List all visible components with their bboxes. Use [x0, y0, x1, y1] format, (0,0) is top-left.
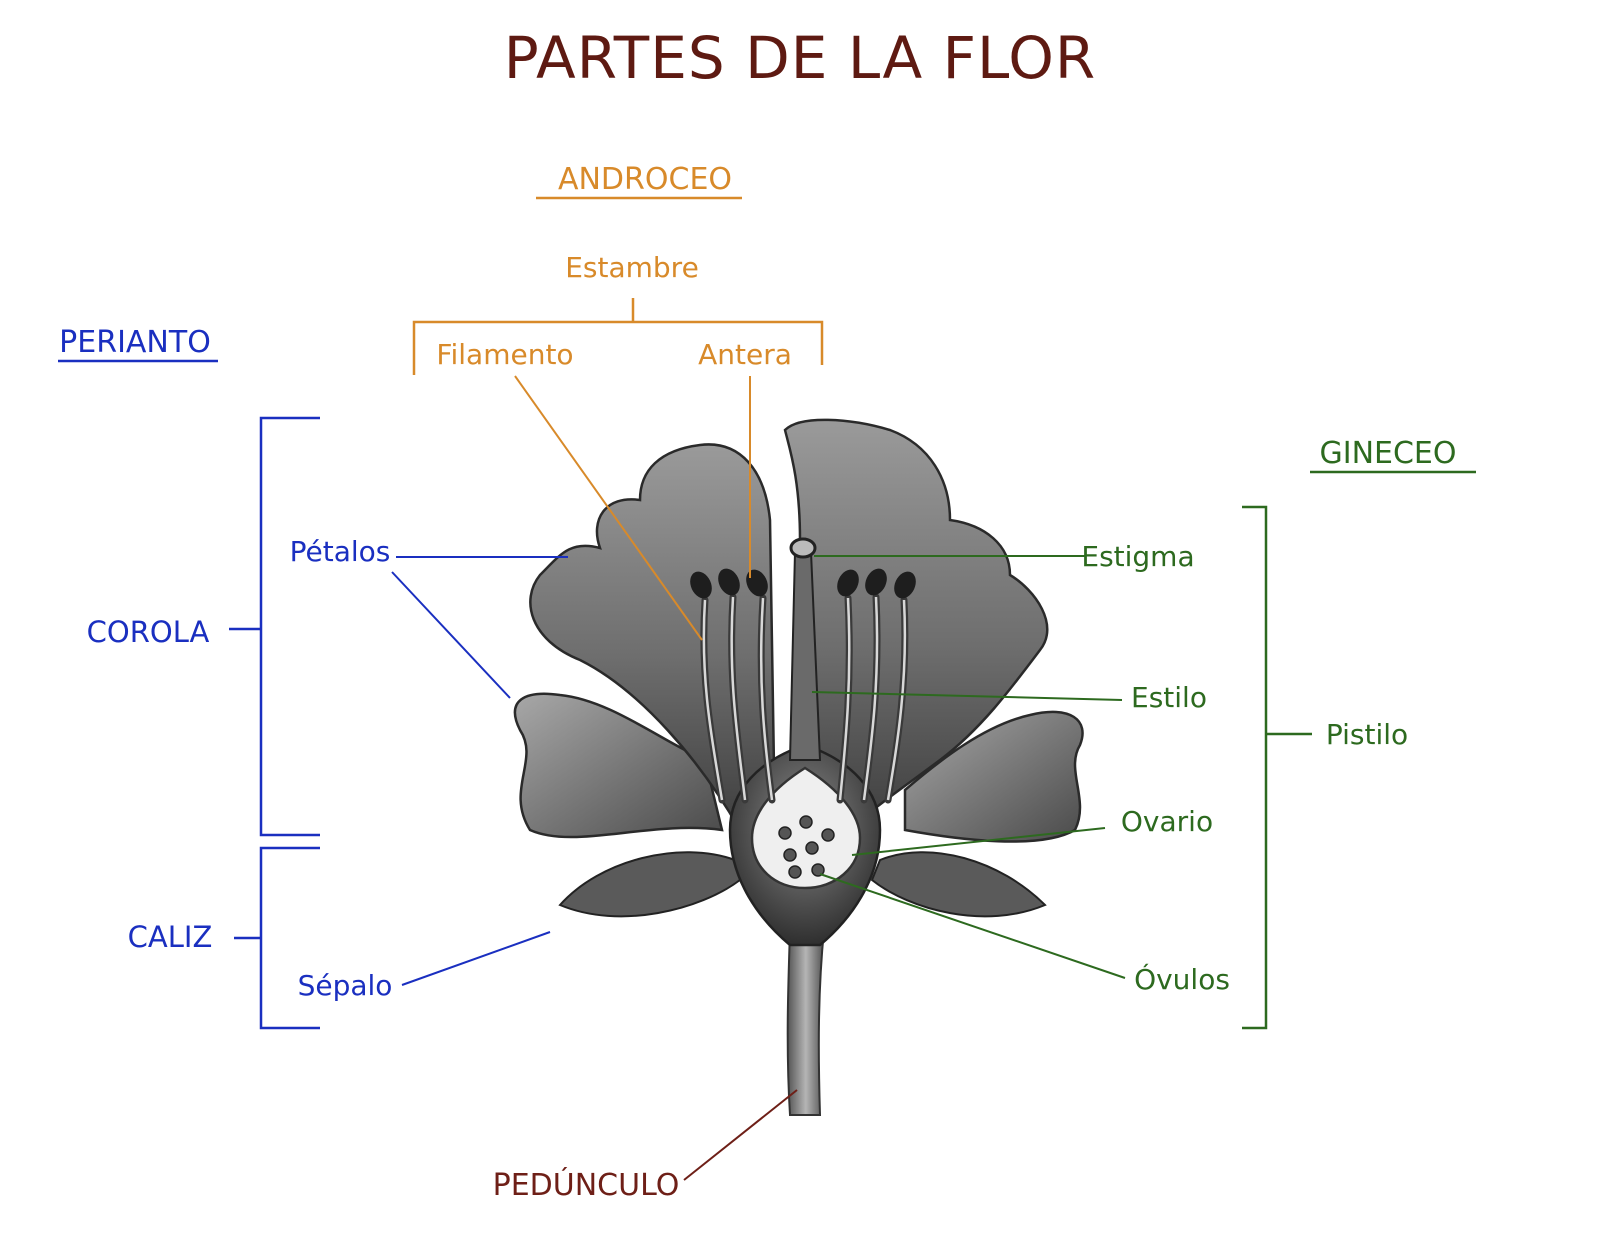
- filamento-pointer: [514, 375, 703, 641]
- pedunculo-group: PEDÚNCULO: [493, 1089, 798, 1203]
- perianto-group: PERIANTO COROLA Pétalos CALIZ Sépalo: [58, 325, 568, 1030]
- corola-bracket: [259, 416, 320, 837]
- petal-lower-right: [903, 710, 1084, 843]
- pedunculo-label: PEDÚNCULO: [493, 1166, 680, 1203]
- corola-label: COROLA: [87, 615, 210, 649]
- sepal-right: [870, 851, 1047, 918]
- gineceo-heading: GINECEO: [1319, 436, 1456, 471]
- androceo-heading: ANDROCEO: [558, 162, 732, 197]
- ovulos-label: Óvulos: [1134, 962, 1230, 996]
- petalos-label: Pétalos: [290, 535, 391, 568]
- filamento-label: Filamento: [436, 338, 573, 371]
- petal-upper-right: [783, 418, 1049, 832]
- estambre-label: Estambre: [565, 251, 699, 284]
- petalos-pointer-2: [391, 571, 511, 699]
- estilo-label: Estilo: [1131, 681, 1207, 714]
- ovules: [778, 815, 835, 879]
- pistilo-bracket: [1242, 505, 1268, 1030]
- ovulos-pointer: [819, 873, 1126, 979]
- caliz-label: CALIZ: [128, 920, 213, 954]
- flower-illustration: [513, 418, 1084, 1116]
- estambre-bracket: [412, 298, 824, 375]
- sepalo-label: Sépalo: [298, 969, 393, 1002]
- estilo-pointer: [811, 691, 1123, 701]
- peduncle-stem: [786, 929, 826, 1116]
- sepalo-pointer: [401, 931, 551, 986]
- stigma: [789, 537, 817, 559]
- estigma-label: Estigma: [1081, 540, 1194, 573]
- gineceo-group: GINECEO Pistilo Estigma Estilo Ovario Óv…: [811, 436, 1476, 1030]
- perianto-heading: PERIANTO: [59, 325, 211, 360]
- pistilo-label: Pistilo: [1326, 718, 1408, 751]
- antera-label: Antera: [698, 338, 792, 371]
- pedunculo-pointer: [683, 1089, 798, 1181]
- sepal-left: [558, 851, 742, 918]
- page-title: PARTES DE LA FLOR: [504, 24, 1096, 92]
- ovario-label: Ovario: [1121, 805, 1213, 838]
- androceo-group: ANDROCEO Estambre Filamento Antera: [412, 162, 824, 641]
- ovario-pointer: [851, 827, 1106, 856]
- petal-lower-left: [513, 692, 724, 839]
- anthers: [690, 568, 916, 599]
